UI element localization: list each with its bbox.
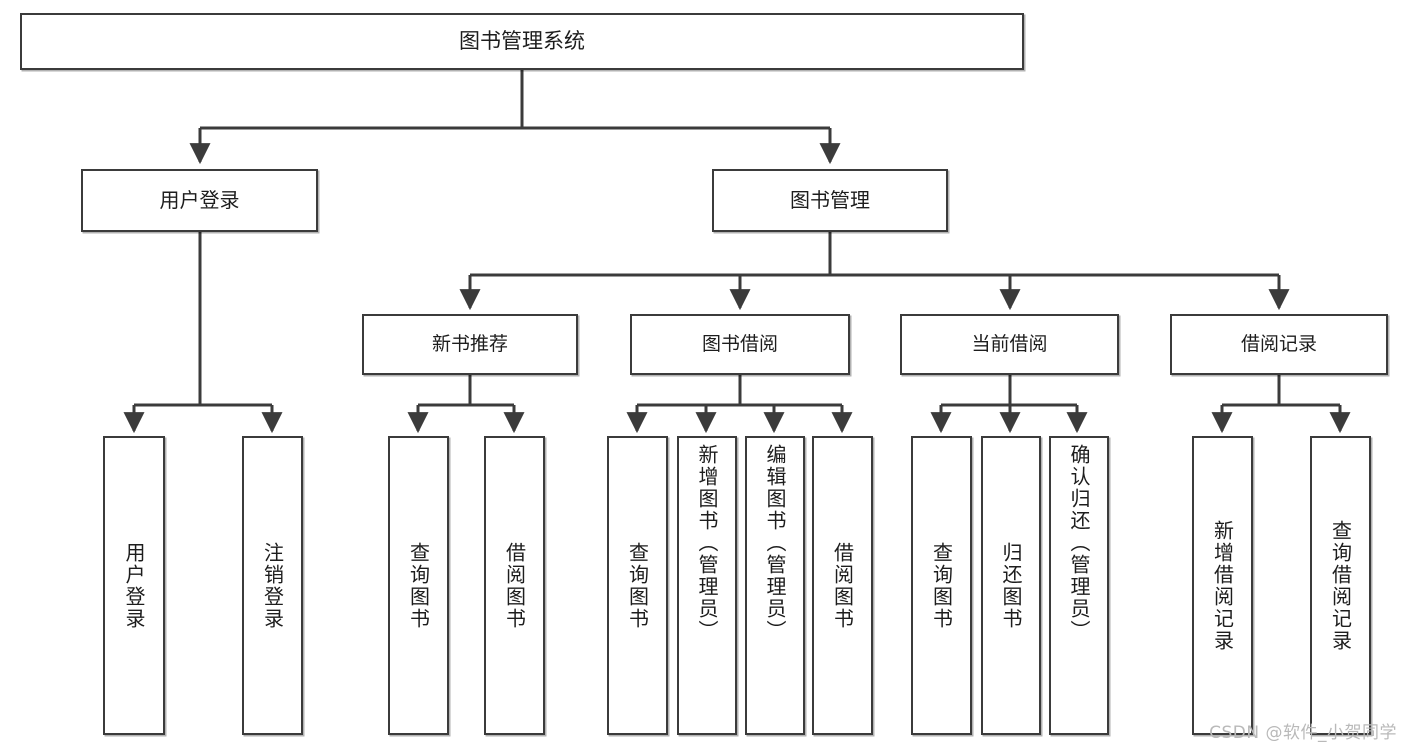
leaf-book-borrow-borrow-book[interactable]: 借阅图书: [812, 436, 873, 735]
node-label: 当前借阅: [971, 332, 1048, 355]
node-label: 编辑图书（管理员）: [763, 444, 787, 642]
node-label: 查询借阅记录: [1328, 519, 1353, 652]
leaf-new-book-query-book[interactable]: 查询图书: [388, 436, 449, 735]
leaf-current-borrow-query-book[interactable]: 查询图书: [911, 436, 972, 735]
node-borrowing-records[interactable]: 借阅记录: [1170, 314, 1388, 375]
leaf-new-book-borrow-book[interactable]: 借阅图书: [484, 436, 545, 735]
leaf-current-borrow-confirm-return-admin[interactable]: 确认归还（管理员）: [1049, 436, 1109, 735]
node-book-management[interactable]: 图书管理: [712, 169, 948, 232]
leaf-book-borrow-edit-book-admin[interactable]: 编辑图书（管理员）: [745, 436, 805, 735]
node-label: 图书管理: [790, 188, 870, 213]
node-label: 注销登录: [260, 541, 285, 630]
node-label: 查询图书: [625, 541, 650, 630]
node-label: 查询图书: [929, 541, 954, 630]
csdn-watermark: CSDN @软件_小贺同学: [1209, 723, 1397, 743]
node-label: 用户登录: [122, 541, 146, 630]
node-label: 确认归还（管理员）: [1067, 444, 1091, 642]
leaf-current-borrow-return-book[interactable]: 归还图书: [981, 436, 1041, 735]
node-label: 查询图书: [406, 541, 431, 630]
node-label: 新增借阅记录: [1210, 519, 1235, 652]
leaf-user-login-login[interactable]: 用户登录: [103, 436, 165, 735]
node-label: 借阅记录: [1240, 332, 1317, 355]
node-current-borrowing[interactable]: 当前借阅: [900, 314, 1119, 375]
node-user-login[interactable]: 用户登录: [81, 169, 318, 232]
node-root-book-management-system[interactable]: 图书管理系统: [20, 13, 1024, 70]
node-label: 图书管理系统: [459, 28, 585, 53]
leaf-borrow-record-add-record[interactable]: 新增借阅记录: [1192, 436, 1253, 735]
node-label: 新增图书（管理员）: [695, 444, 719, 642]
leaf-borrow-record-query-record[interactable]: 查询借阅记录: [1310, 436, 1371, 735]
node-label: 归还图书: [999, 541, 1023, 630]
leaf-book-borrow-query-book[interactable]: 查询图书: [607, 436, 668, 735]
leaf-user-login-logout[interactable]: 注销登录: [242, 436, 303, 735]
node-label: 新书推荐: [431, 332, 508, 355]
node-label: 用户登录: [159, 188, 240, 213]
node-label: 借阅图书: [502, 541, 527, 630]
leaf-book-borrow-add-book-admin[interactable]: 新增图书（管理员）: [677, 436, 737, 735]
node-label: 借阅图书: [830, 541, 855, 630]
node-new-book-recommendation[interactable]: 新书推荐: [362, 314, 578, 375]
node-label: 图书借阅: [701, 332, 778, 355]
node-book-borrowing[interactable]: 图书借阅: [630, 314, 850, 375]
